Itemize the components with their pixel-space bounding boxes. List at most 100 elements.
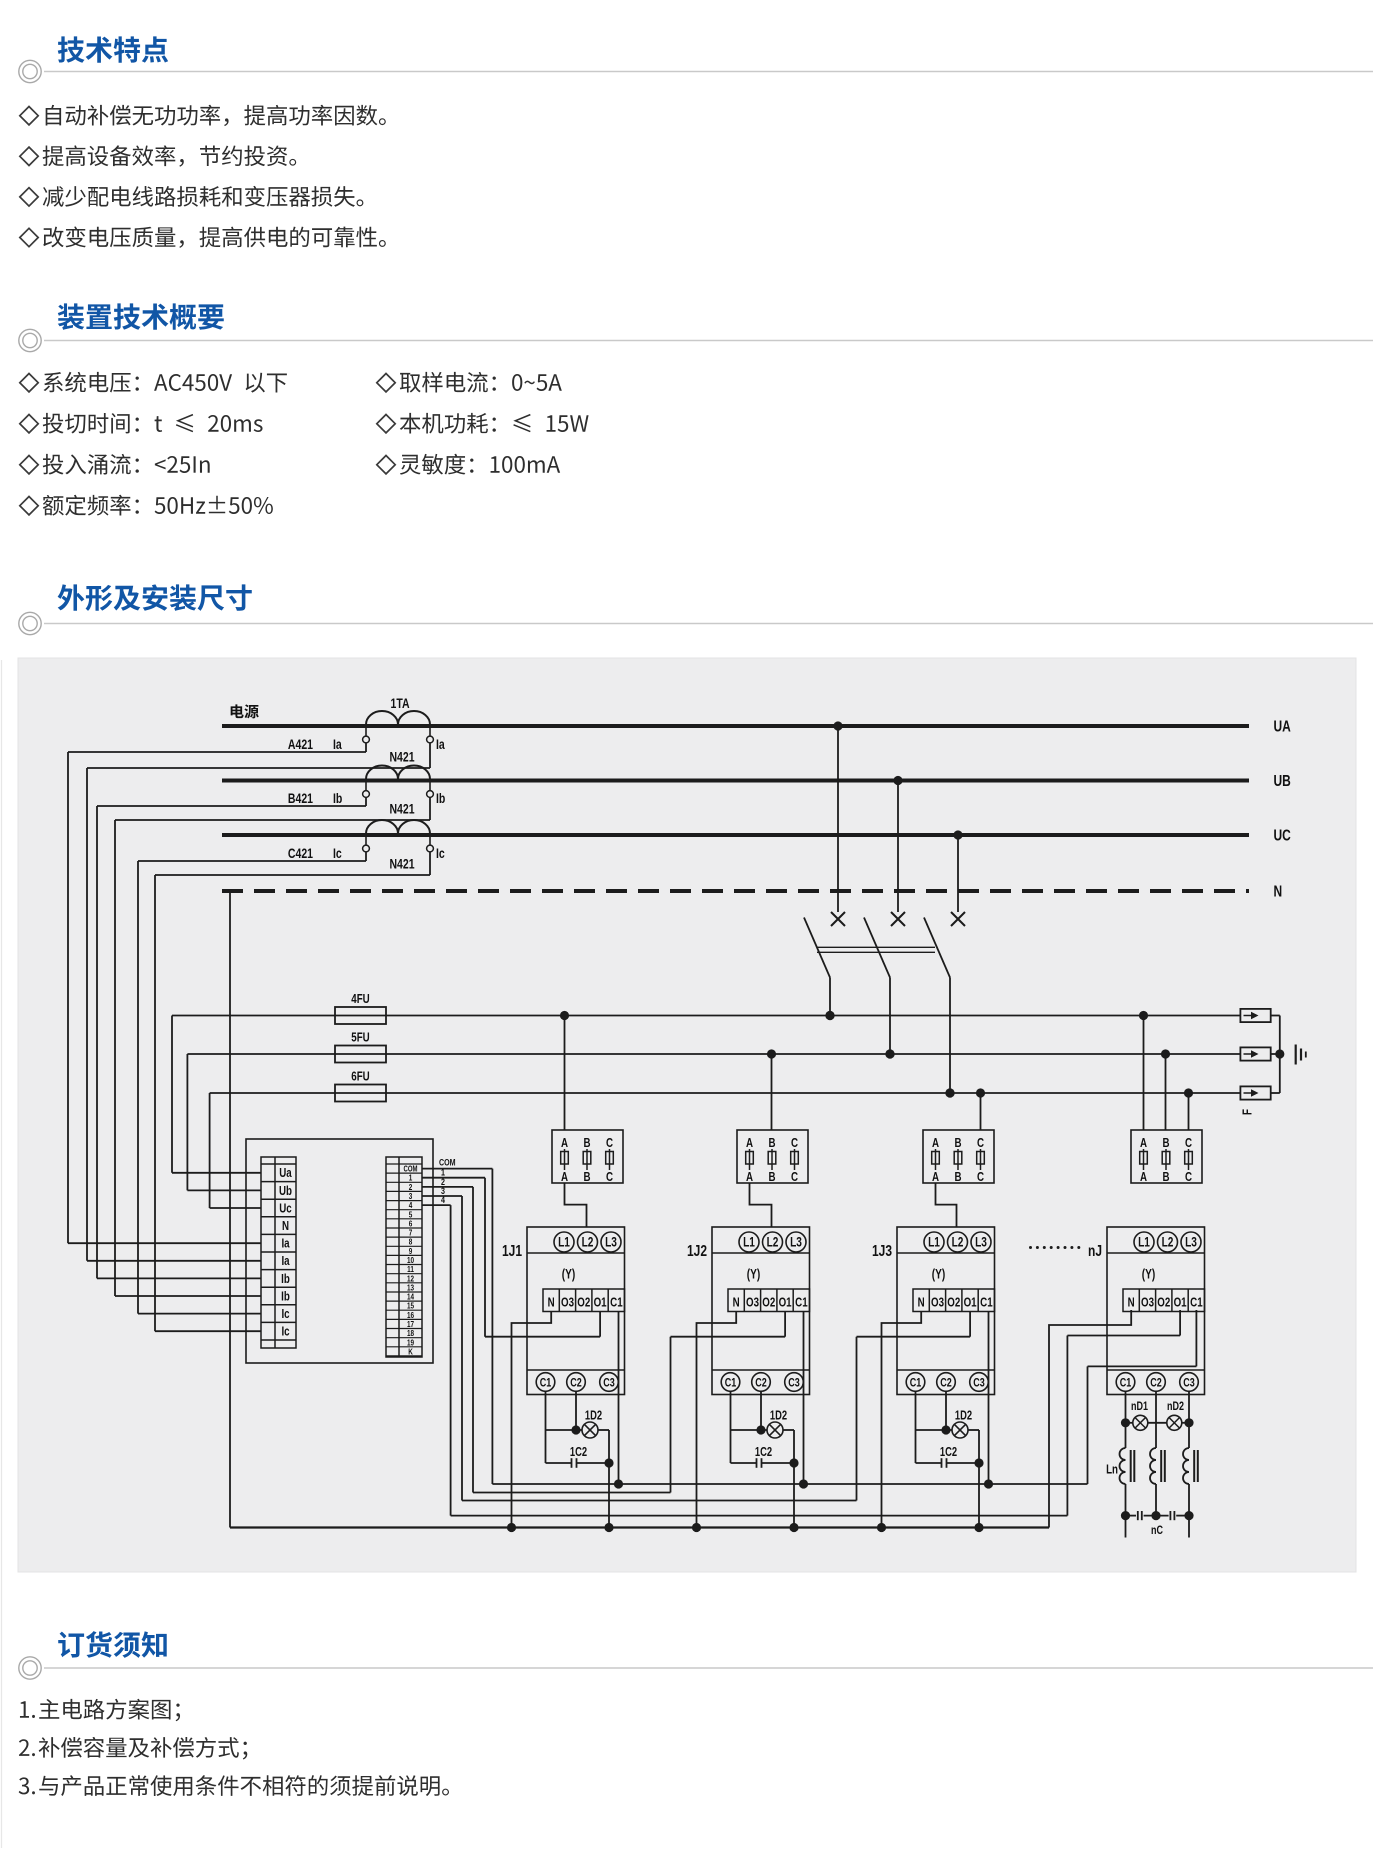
svg-text:B: B [583, 1137, 590, 1151]
svg-text:(Y): (Y) [747, 1266, 761, 1282]
svg-text:C421: C421 [288, 846, 313, 862]
svg-text:C: C [791, 1137, 798, 1151]
svg-text:Ia: Ia [436, 737, 445, 753]
svg-text:C: C [977, 1137, 984, 1151]
svg-text:L1: L1 [1138, 1234, 1150, 1250]
svg-text:L3: L3 [975, 1234, 987, 1250]
svg-text:Ib: Ib [333, 791, 343, 807]
svg-text:N421: N421 [389, 856, 414, 872]
svg-text:7: 7 [409, 1228, 413, 1238]
svg-text:O3: O3 [1141, 1296, 1154, 1310]
svg-text:(Y): (Y) [932, 1266, 946, 1282]
svg-text:nD2: nD2 [1167, 1400, 1184, 1414]
svg-text:O1: O1 [964, 1296, 978, 1310]
svg-text:3: 3 [441, 1185, 445, 1196]
svg-text:B: B [954, 1137, 961, 1151]
svg-text:2: 2 [441, 1176, 445, 1187]
svg-text:L1: L1 [928, 1234, 940, 1250]
svg-text:Ib: Ib [281, 1290, 290, 1304]
svg-text:L2: L2 [1162, 1234, 1174, 1250]
svg-text:C1: C1 [540, 1376, 552, 1390]
svg-text:B: B [1162, 1137, 1169, 1151]
svg-text:Ub: Ub [279, 1185, 292, 1199]
svg-text:15: 15 [407, 1301, 414, 1311]
svg-text:C1: C1 [980, 1296, 993, 1310]
svg-text:UA: UA [1274, 717, 1291, 735]
svg-text:16: 16 [407, 1310, 414, 1320]
svg-text:Uc: Uc [279, 1202, 292, 1216]
svg-text:13: 13 [407, 1282, 414, 1292]
svg-text:1: 1 [441, 1166, 445, 1177]
svg-text:A: A [1140, 1171, 1147, 1185]
svg-text:C: C [791, 1171, 798, 1185]
svg-text:Ia: Ia [333, 737, 342, 753]
svg-text:Ia: Ia [281, 1255, 290, 1269]
svg-text:O2: O2 [577, 1296, 590, 1310]
svg-text:17: 17 [407, 1319, 414, 1329]
svg-text:N: N [918, 1296, 925, 1310]
svg-text:B: B [768, 1137, 775, 1151]
svg-text:L3: L3 [605, 1234, 617, 1250]
svg-text:1TA: 1TA [390, 696, 409, 712]
svg-text:C: C [606, 1137, 613, 1151]
svg-text:C3: C3 [973, 1376, 985, 1390]
svg-text:1J1: 1J1 [502, 1241, 522, 1259]
svg-text:6: 6 [409, 1218, 413, 1228]
svg-text:C2: C2 [1150, 1376, 1162, 1390]
svg-text:1C2: 1C2 [570, 1446, 587, 1460]
svg-text:Ic: Ic [281, 1308, 290, 1322]
svg-text:nC: nC [1151, 1524, 1163, 1538]
svg-text:O1: O1 [1174, 1296, 1188, 1310]
svg-text:B: B [768, 1171, 775, 1185]
svg-text:1D2: 1D2 [770, 1409, 787, 1423]
svg-text:9: 9 [409, 1246, 413, 1256]
svg-text:A: A [746, 1137, 753, 1151]
svg-text:N: N [282, 1220, 289, 1234]
svg-text:COM: COM [439, 1156, 456, 1167]
svg-text:Ib: Ib [436, 791, 446, 807]
svg-text:O1: O1 [779, 1296, 793, 1310]
svg-text:O3: O3 [931, 1296, 944, 1310]
svg-text:K: K [408, 1346, 413, 1356]
svg-text:2: 2 [409, 1182, 413, 1192]
svg-text:1J2: 1J2 [687, 1241, 707, 1259]
svg-text:O2: O2 [762, 1296, 775, 1310]
svg-text:1D2: 1D2 [955, 1409, 972, 1423]
svg-text:C1: C1 [1120, 1376, 1132, 1390]
svg-text:A: A [932, 1137, 939, 1151]
svg-text:Ic: Ic [281, 1325, 290, 1339]
svg-text:Ua: Ua [279, 1167, 292, 1181]
svg-text:4: 4 [409, 1200, 413, 1210]
svg-text:L2: L2 [582, 1234, 594, 1250]
svg-text:4FU: 4FU [351, 993, 369, 1007]
svg-text:C2: C2 [940, 1376, 952, 1390]
svg-text:UC: UC [1274, 826, 1291, 844]
svg-text:C1: C1 [1190, 1296, 1203, 1310]
svg-text:C3: C3 [788, 1376, 800, 1390]
svg-text:C2: C2 [570, 1376, 582, 1390]
svg-text:1C2: 1C2 [940, 1446, 957, 1460]
svg-text:C1: C1 [610, 1296, 623, 1310]
svg-text:A: A [746, 1171, 753, 1185]
svg-text:C1: C1 [795, 1296, 808, 1310]
svg-text:L1: L1 [743, 1234, 755, 1250]
svg-text:Ln: Ln [1106, 1463, 1118, 1477]
svg-text:O1: O1 [594, 1296, 608, 1310]
svg-text:8: 8 [409, 1237, 413, 1247]
svg-text:B: B [583, 1171, 590, 1185]
svg-text:A421: A421 [288, 737, 313, 753]
svg-text:O3: O3 [746, 1296, 759, 1310]
svg-text:O3: O3 [561, 1296, 574, 1310]
svg-text:nJ: nJ [1088, 1241, 1102, 1259]
svg-text:A: A [1140, 1137, 1147, 1151]
svg-text:N421: N421 [389, 801, 414, 817]
svg-text:N421: N421 [389, 749, 414, 765]
svg-text:N: N [1274, 882, 1283, 900]
svg-text:14: 14 [407, 1292, 415, 1302]
svg-text:5: 5 [409, 1209, 413, 1219]
svg-text:B: B [954, 1171, 961, 1185]
svg-text:F: F [1241, 1109, 1255, 1115]
svg-text:L2: L2 [952, 1234, 964, 1250]
svg-text:C: C [977, 1171, 984, 1185]
svg-text:Ia: Ia [281, 1237, 290, 1251]
